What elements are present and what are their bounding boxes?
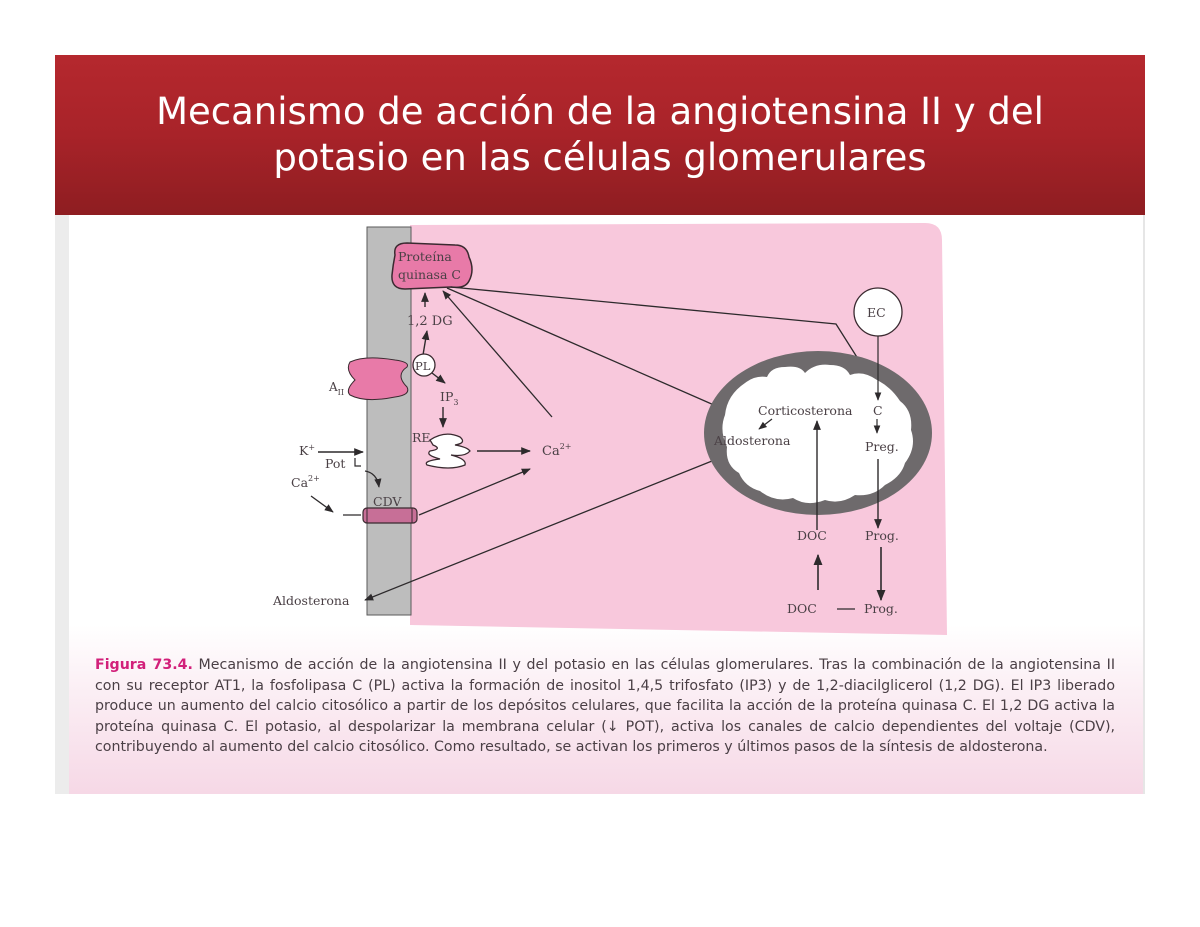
- svg-text:Aldosterona: Aldosterona: [272, 593, 350, 608]
- svg-text:Ca2+: Ca2+: [542, 442, 572, 459]
- svg-text:Preg.: Preg.: [865, 439, 899, 454]
- figure-label: Figura 73.4.: [95, 657, 193, 673]
- svg-text:Pot: Pot: [325, 456, 345, 471]
- svg-text:1,2 DG: 1,2 DG: [407, 314, 453, 329]
- svg-text:Proteína: Proteína: [398, 249, 452, 264]
- cell-membrane: [366, 226, 412, 616]
- svg-text:CDV: CDV: [373, 494, 402, 509]
- svg-text:C: C: [873, 403, 883, 418]
- svg-text:quinasa C: quinasa C: [398, 267, 461, 282]
- panel-left-strip: [55, 215, 69, 794]
- angiotensin-receptor: [347, 357, 409, 401]
- cdv-channel: [362, 507, 418, 524]
- figure-panel: Proteína quinasa C 1,2 DG PL AII IP3 RE …: [55, 215, 1145, 794]
- svg-text:DOC: DOC: [787, 601, 817, 616]
- cell-cytoplasm: [410, 223, 947, 635]
- slide-title-line2: potasio en las células glomerulares: [273, 136, 927, 179]
- svg-text:Corticosterona: Corticosterona: [758, 403, 853, 418]
- svg-text:Ca2+: Ca2+: [291, 474, 320, 490]
- pl-circle: [412, 353, 436, 377]
- caption-background: [69, 625, 1143, 794]
- svg-text:DOC: DOC: [797, 528, 827, 543]
- figure-caption: Figura 73.4. Mecanismo de acción de la a…: [95, 655, 1115, 758]
- svg-text:RE: RE: [412, 430, 431, 445]
- svg-text:Prog.: Prog.: [864, 601, 898, 616]
- caption-text: Mecanismo de acción de la angiotensina I…: [95, 657, 1116, 755]
- mechanism-diagram: Proteína quinasa C 1,2 DG PL AII IP3 RE …: [272, 223, 947, 635]
- mitochondrion-inner: [722, 364, 913, 504]
- slide-title-line1: Mecanismo de acción de la angiotensina I…: [156, 89, 1044, 133]
- protein-kinase-c-shape: [391, 242, 473, 290]
- svg-text:Prog.: Prog.: [865, 528, 899, 543]
- endoplasmic-reticulum: [425, 433, 471, 469]
- svg-text:IP3: IP3: [440, 389, 458, 407]
- svg-text:Aldosterona: Aldosterona: [713, 433, 791, 448]
- svg-text:K+: K+: [299, 443, 315, 458]
- slide-title-bar: Mecanismo de acción de la angiotensina I…: [55, 55, 1145, 215]
- svg-text:AII: AII: [328, 380, 344, 397]
- svg-text:PL: PL: [415, 359, 431, 373]
- svg-text:EC: EC: [867, 305, 886, 320]
- panel-right-edge: [1143, 215, 1145, 794]
